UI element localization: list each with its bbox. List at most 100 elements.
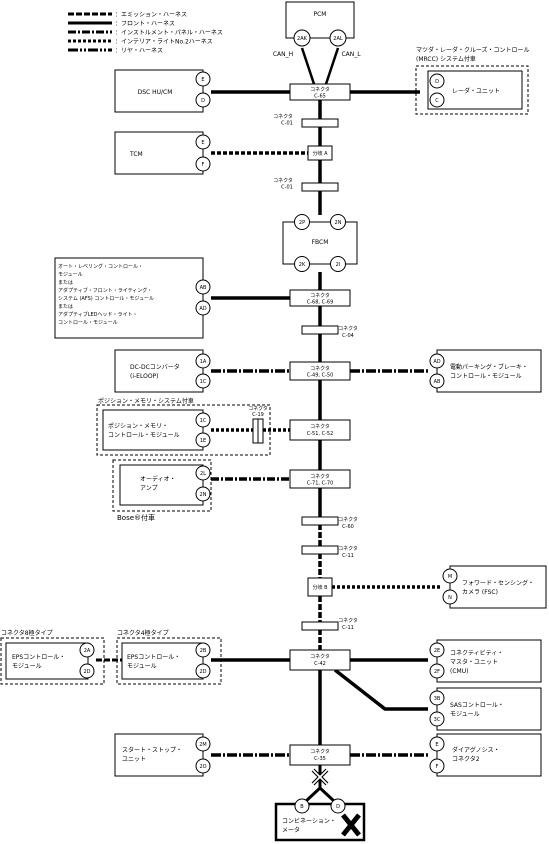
svg-text:C-65: C-65 [314, 94, 326, 100]
fbcm-name: FBCM [312, 239, 329, 246]
connector-c35: コネクタ C-35 [289, 744, 351, 766]
svg-text:E: E [201, 77, 204, 83]
svg-text:EPSコントロール・: EPSコントロール・ [127, 654, 180, 661]
svg-text:C-01: C-01 [281, 121, 293, 127]
svg-text:2P: 2P [299, 220, 305, 226]
svg-text:アンプ: アンプ [140, 485, 158, 492]
pin-2al: 2AL [333, 36, 343, 42]
svg-text:コネクタ: コネクタ [338, 545, 358, 552]
open-circuit-x-icon [311, 768, 329, 786]
svg-text:E: E [201, 140, 204, 146]
svg-text:1A: 1A [200, 359, 207, 365]
svg-text:C-49, C-50: C-49, C-50 [307, 373, 334, 379]
position-memory-group-label: ポジション・メモリ・システム付車 [98, 397, 194, 405]
svg-text:コネクタ: コネクタ [310, 365, 330, 372]
svg-text:コネクタ: コネクタ [273, 177, 293, 184]
connector-c11-lower: コネクタ C-11 [301, 617, 358, 631]
svg-text:3C: 3C [434, 717, 441, 723]
cmu-module: コネクティビティ・ マスタ・ユニット (CMU) 2E 2F [429, 639, 542, 683]
main-bus [300, 47, 340, 804]
eps-8pole-group-label: コネクタ8極タイプ [1, 629, 53, 637]
svg-text:コントロール・モジュール: コントロール・モジュール [58, 320, 118, 326]
svg-text:電動パーキング・ブレーキ・: 電動パーキング・ブレーキ・ [450, 363, 528, 371]
svg-text:D: D [336, 804, 340, 810]
svg-text:マスタ・ユニット: マスタ・ユニット [450, 658, 498, 666]
fbcm-module: FBCM 2P 2N 2K 2I [282, 214, 358, 272]
connector-c51-c52: コネクタ C-51, C-52 [289, 419, 351, 441]
pin-2ak: 2AK [297, 36, 308, 42]
connector-c01-lower: コネクタ C-01 [273, 177, 339, 192]
svg-text:コネクタ: コネクタ [310, 748, 330, 755]
svg-text:(i-ELOOP): (i-ELOOP) [130, 373, 159, 380]
connector-c49-c50: コネクタ C-49, C-50 [289, 361, 351, 381]
svg-text:D: D [201, 98, 205, 104]
svg-text:C: C [435, 98, 439, 104]
svg-text:N: N [448, 595, 452, 601]
svg-text:C-11: C-11 [342, 553, 354, 559]
svg-text:ポジション・メモリ・: ポジション・メモリ・ [108, 422, 168, 430]
can-l-label: CAN_L [341, 51, 361, 58]
svg-text:AB: AB [434, 379, 441, 385]
pcm-name: PCM [314, 11, 327, 18]
svg-text:2A: 2A [84, 648, 91, 654]
svg-text:2D: 2D [83, 669, 90, 675]
tcm-module: TCM E F [114, 131, 211, 175]
connector-c60: コネクタ C-60 [301, 516, 358, 530]
svg-text:コネクティビティ・: コネクティビティ・ [450, 649, 503, 657]
svg-text:2I: 2I [336, 262, 341, 268]
svg-text:TCM: TCM [129, 151, 143, 158]
svg-text:メータ: メータ [282, 826, 300, 834]
svg-text:2N: 2N [200, 492, 207, 498]
eps-4pole-group: コネクタ4極タイプ EPSコントロール・ モジュール 2B 2D [116, 629, 222, 685]
svg-text:B: B [300, 804, 304, 810]
svg-text:コネクタ: コネクタ [310, 86, 330, 93]
start-stop-module: スタート・ストップ・ ユニット 2M 2O [114, 733, 211, 777]
connector-c19: コネクタ C-19 [248, 405, 268, 444]
fault-x-icon [341, 813, 361, 837]
svg-text:コネクタ: コネクタ [338, 325, 358, 332]
svg-text:D: D [435, 79, 439, 85]
svg-text:ダイアグノシス・: ダイアグノシス・ [452, 746, 500, 754]
svg-text:C-11: C-11 [342, 625, 354, 631]
svg-text:レーダ・ユニット: レーダ・ユニット [452, 87, 500, 95]
svg-text:オート・レベリング・コントロール・: オート・レベリング・コントロール・ [58, 263, 143, 270]
svg-text:分岐 A: 分岐 A [312, 150, 328, 157]
svg-text:2M: 2M [199, 742, 207, 748]
svg-text:コネクタ: コネクタ [338, 617, 358, 624]
eps-4pole-group-label: コネクタ4極タイプ [117, 629, 169, 637]
svg-text:AD: AD [199, 306, 206, 312]
svg-text:C-01: C-01 [281, 185, 293, 191]
svg-text:システム (AFS) コントロール・モジュール: システム (AFS) コントロール・モジュール [58, 296, 154, 302]
branch-b: 分岐 B [307, 577, 333, 597]
svg-text:C-35: C-35 [314, 756, 326, 762]
svg-text:コネクタ: コネクタ [310, 473, 330, 480]
svg-text:コネクタ: コネクタ [310, 423, 330, 430]
svg-text:ユニット: ユニット [122, 756, 146, 763]
svg-text:C-51, C-52: C-51, C-52 [307, 431, 334, 437]
svg-text:DC-DCコンバータ: DC-DCコンバータ [130, 363, 180, 371]
svg-text:モジュール: モジュール [127, 663, 157, 670]
svg-text:コネクタ: コネクタ [248, 405, 268, 412]
svg-text:アダプティブ・フロント・ライティング・: アダプティブ・フロント・ライティング・ [58, 287, 152, 294]
pcm-module: PCM 2AK 2AL CAN_H CAN_L [273, 1, 361, 58]
svg-text:コンビネーション・: コンビネーション・ [282, 817, 336, 825]
svg-text:分岐 B: 分岐 B [312, 584, 328, 591]
svg-text:オーディオ・: オーディオ・ [140, 475, 176, 483]
bose-audio-group: Bose®付車 オーディオ・ アンプ 2L 2N [112, 459, 212, 522]
legend-label-emission: ：エミッション・ハーネス [115, 12, 187, 19]
svg-text:モジュール: モジュール [12, 663, 42, 670]
svg-text:2K: 2K [299, 262, 306, 268]
svg-text:C-19: C-19 [252, 412, 264, 418]
svg-text:E: E [435, 742, 438, 748]
connector-c42: コネクタ C-42 [289, 649, 351, 671]
svg-text:1C: 1C [200, 379, 207, 385]
radar-group: マツダ・レーダ・クルーズ・コントロール (MRCC) システム付車 レーダ・ユニ… [415, 46, 530, 115]
meter-module: コンビネーション・ メータ B D [274, 798, 366, 842]
legend-label-front: ：フロント・ハーネス [115, 21, 175, 28]
svg-text:AB: AB [200, 285, 207, 291]
legend: ：エミッション・ハーネス ：フロント・ハーネス ：インストルメント・パネル・ハー… [68, 12, 223, 55]
svg-text:コネクタ2: コネクタ2 [452, 755, 480, 763]
svg-text:モジュール: モジュール [58, 272, 83, 278]
svg-text:2B: 2B [200, 648, 207, 654]
legend-label-instrument: ：インストルメント・パネル・ハーネス [115, 30, 223, 37]
